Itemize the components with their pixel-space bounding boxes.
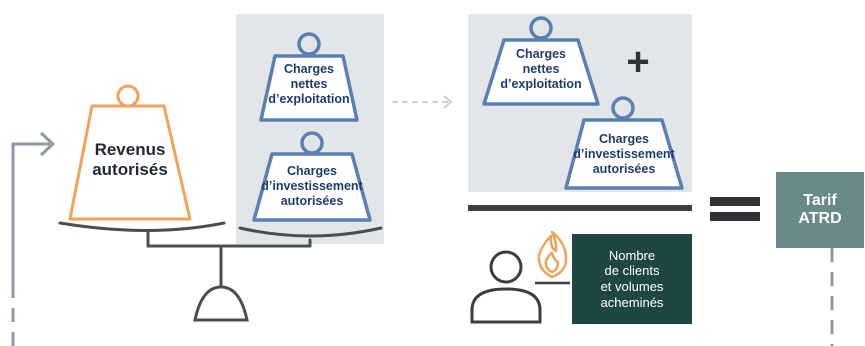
right-two-line-3: autorisées [592, 161, 656, 176]
flame-icon [535, 230, 570, 285]
right-weight-two: Charges d’investissement autorisées [566, 132, 682, 176]
revenue-weight-icon [68, 84, 192, 221]
revenue-weight: Revenus autorisés [70, 140, 190, 180]
left-top-weight-icon [259, 32, 359, 122]
loop-back-arrow [11, 131, 55, 346]
person-icon [470, 250, 542, 324]
left-bottom-line-2: d’investissement [261, 178, 363, 193]
denominator-box: Nombre de clients et volumes acheminés [572, 234, 692, 324]
revenue-line-2: autorisés [92, 160, 168, 180]
denominator-line-4: acheminés [600, 294, 664, 310]
equals-icon [710, 197, 760, 221]
denominator-line-3: et volumes [600, 279, 664, 294]
left-bottom-line-3: autorisées [280, 193, 344, 208]
denominator-line-2: de clients [604, 263, 660, 279]
right-weight-two-label: Charges d’investissement autorisées [566, 132, 682, 176]
plus-symbol: + [626, 40, 650, 84]
left-bottom-line-1: Charges [286, 164, 338, 178]
right-one-line-1: Charges [515, 47, 567, 61]
left-top-weight-label: Charges nettes d’exploitation [261, 62, 357, 106]
right-two-line-2: d’investissement [573, 146, 675, 161]
right-two-line-1: Charges [598, 132, 650, 146]
right-weight-one-label: Charges nettes d’exploitation [484, 47, 598, 91]
right-one-line-2: nettes [522, 61, 560, 76]
left-bottom-weight-label: Charges d’investissement autorisées [254, 164, 370, 208]
right-one-line-3: d’exploitation [500, 76, 582, 91]
left-top-line-1: Charges [283, 62, 335, 76]
tarif-line-2: ATRD [798, 210, 842, 227]
tarif-line-1: Tarif [803, 192, 837, 210]
balance-scale-icon [58, 221, 383, 322]
denominator-line-1: Nombre [608, 247, 656, 263]
left-bottom-weight: Charges d’investissement autorisées [254, 164, 370, 208]
arrow-right-icon [392, 95, 453, 109]
revenue-line-1: Revenus [94, 140, 166, 159]
fraction-bar [468, 205, 692, 211]
left-top-line-3: d’exploitation [268, 91, 350, 106]
tarif-box: Tarif ATRD [776, 172, 864, 248]
revenue-label: Revenus autorisés [70, 140, 190, 180]
right-weight-two-icon [564, 96, 684, 190]
left-top-line-2: nettes [290, 76, 328, 91]
right-weight-one-icon [482, 16, 600, 106]
left-bottom-weight-icon [252, 131, 372, 222]
left-top-weight: Charges nettes d’exploitation [261, 62, 357, 106]
right-weight-one: Charges nettes d’exploitation [484, 47, 598, 91]
